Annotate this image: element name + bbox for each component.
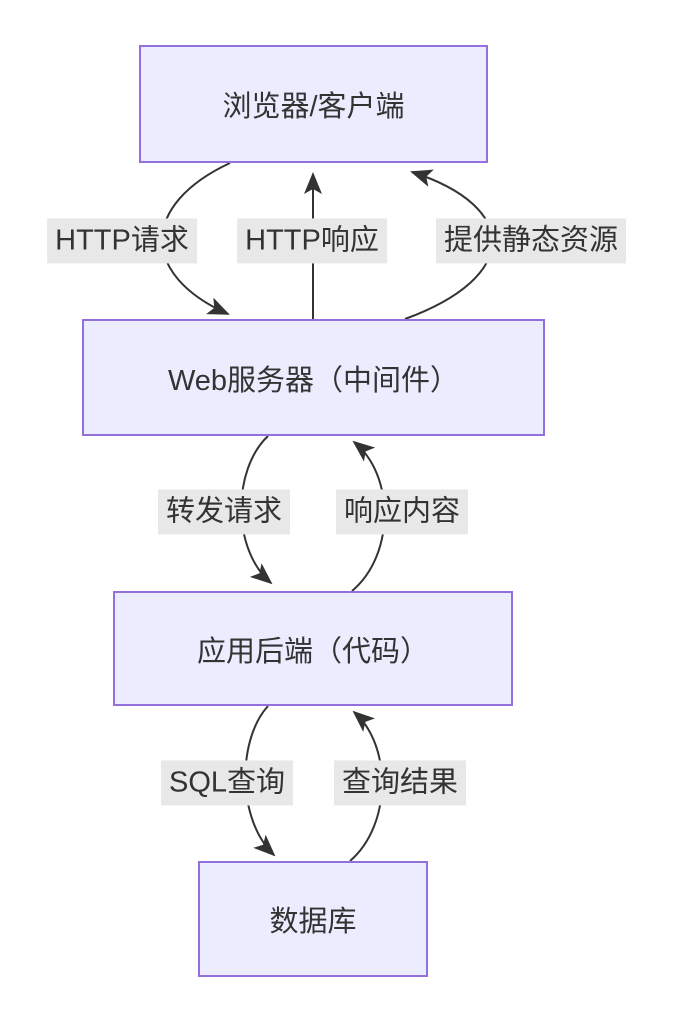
edge-label-http-response: HTTP响应 [237,218,387,264]
node-database-label: 数据库 [269,906,357,938]
node-database: 数据库 [198,861,428,977]
node-web-server: Web服务器（中间件） [82,319,545,436]
node-app-backend: 应用后端（代码） [113,591,513,706]
edge-label-response-content: 响应内容 [335,489,469,535]
node-web-server-label: Web服务器（中间件） [167,364,460,397]
node-browser-client-label: 浏览器/客户端 [222,91,405,123]
edge-label-http-request: HTTP请求 [47,218,197,264]
edge-label-forward-request: 转发请求 [157,489,291,535]
node-browser-client: 浏览器/客户端 [139,45,488,163]
edge-label-query-result: 查询结果 [333,760,467,806]
edge-label-sql-query: SQL查询 [160,760,294,806]
node-app-backend-label: 应用后端（代码） [196,635,429,668]
edge-label-static-resources: 提供静态资源 [435,218,627,264]
